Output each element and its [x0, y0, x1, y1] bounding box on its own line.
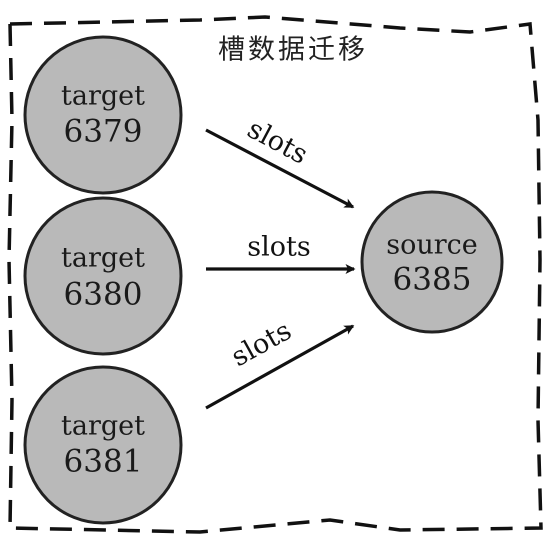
node-role-label: target: [61, 81, 145, 112]
edge-label-6380: slots: [247, 232, 310, 263]
node-port-label: 6380: [64, 277, 143, 313]
node-target-6379: target 6379: [23, 35, 183, 195]
node-target-6381: target 6381: [23, 365, 183, 525]
edge-label-6379: slots: [242, 114, 313, 171]
node-circle: [23, 196, 183, 356]
node-source-6385: source 6385: [360, 190, 504, 334]
dashed-border: [7, 15, 543, 534]
node-circle: [360, 190, 504, 334]
diagram-title: 槽数据迁移: [218, 35, 368, 66]
edge-arrow-6379: [205, 128, 355, 209]
node-role-label: target: [61, 411, 145, 442]
node-circle: [23, 365, 183, 525]
node-role-label: target: [61, 243, 145, 274]
node-port-label: 6379: [64, 114, 143, 150]
node-target-6380: target 6380: [23, 196, 183, 356]
edge-arrow-6381: [205, 324, 355, 410]
node-port-label: 6385: [393, 262, 472, 298]
edges: slots slots slots: [205, 114, 356, 410]
node-circle: [23, 35, 183, 195]
node-role-label: source: [386, 230, 478, 261]
node-port-label: 6381: [64, 444, 143, 480]
